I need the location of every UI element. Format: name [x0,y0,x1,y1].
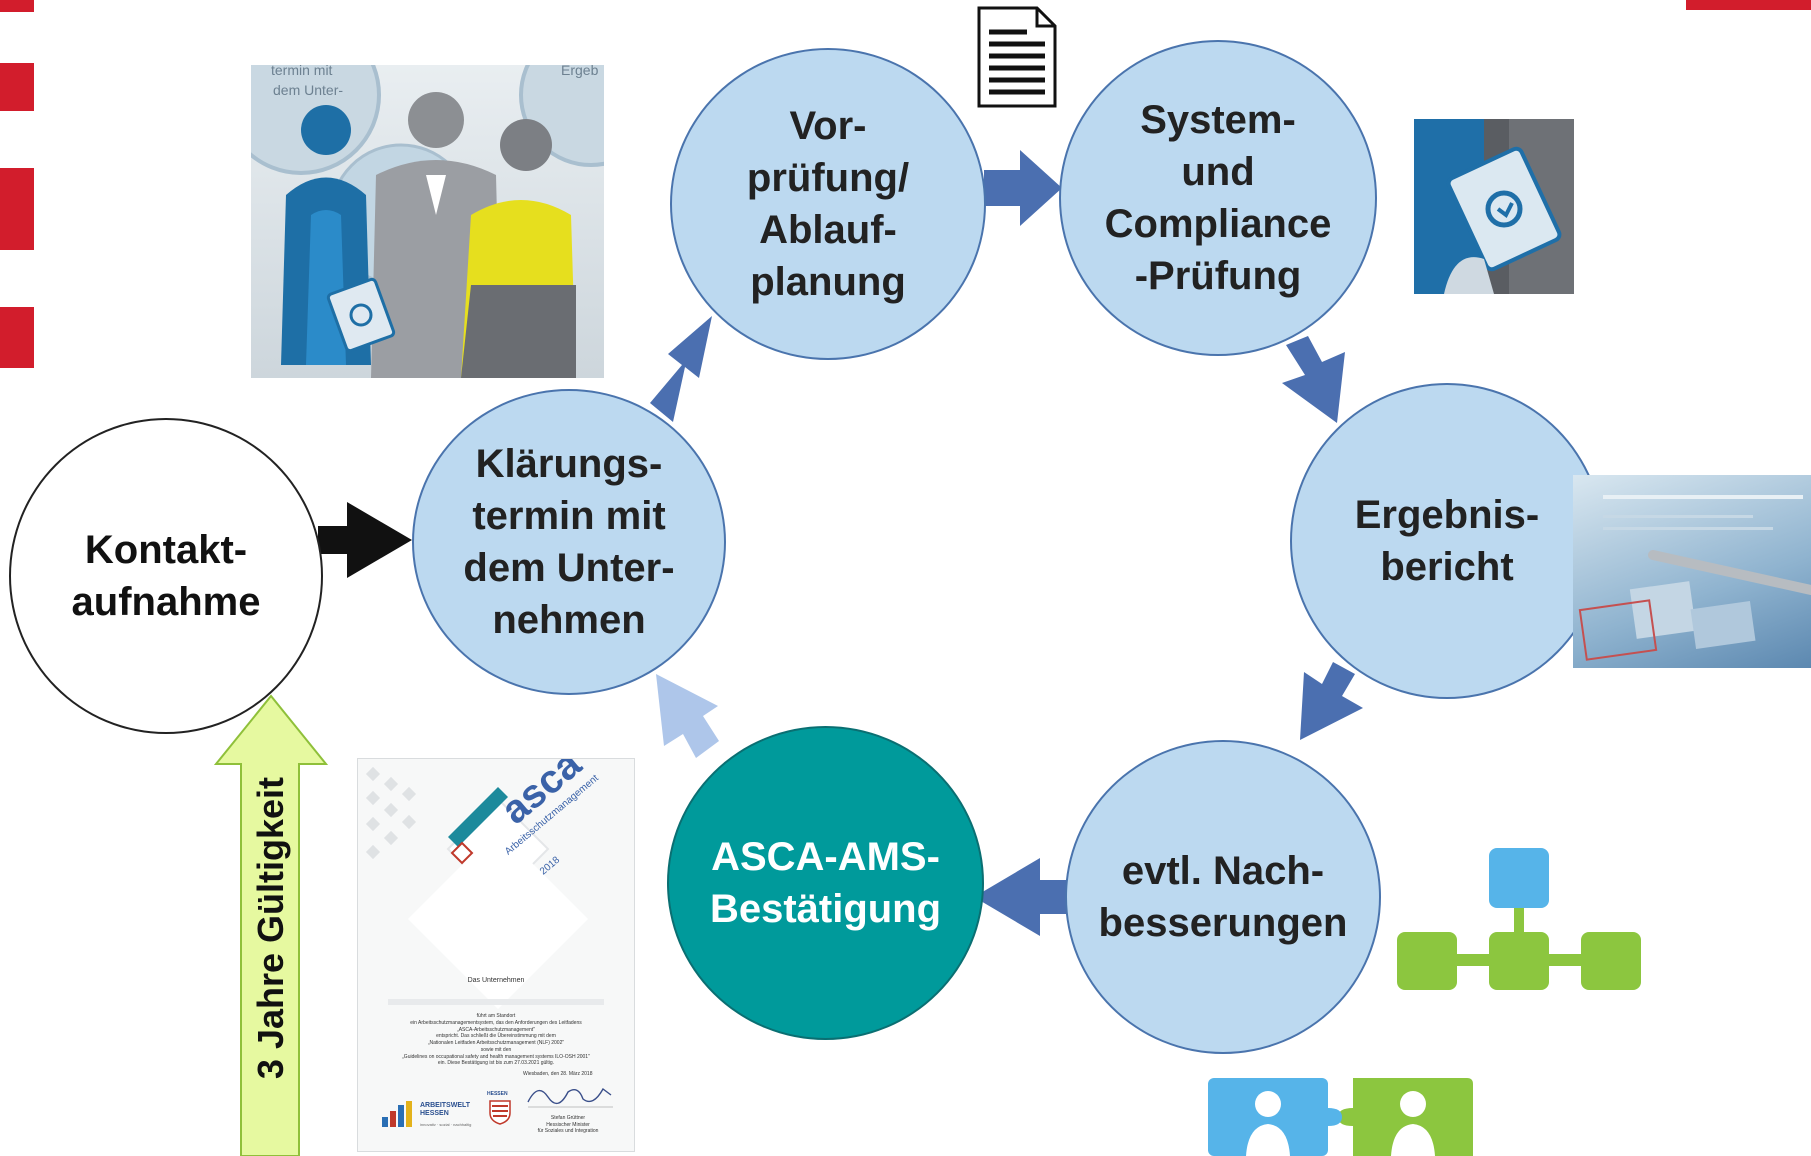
arrow-ergebnis-to-nachbesserungen [1300,662,1363,740]
node-kontaktaufnahme: Kontakt- aufnahme [9,418,323,734]
brand-subtext: innovativ · sozial · nachhaltig [420,1122,472,1127]
arrow-bestaetigung-to-klaerung [656,674,719,758]
arrow-kontakt-to-klaerung [318,502,412,578]
svg-text:termin mit: termin mit [271,65,333,78]
certificate-image: asca Arbeitsschutzmanagement 2018 Das Un… [357,758,635,1152]
brand-text: ARBEITSWELT HESSEN [420,1102,471,1118]
hessen-crest-icon [489,1100,511,1125]
accent-bar-topright [1686,0,1811,10]
arrow-system-to-ergebnis [1282,336,1345,423]
accent-bar-1 [0,0,34,12]
certificate-signer: Stefan Grüttner Hessischer Minister für … [537,1115,599,1134]
node-asca-bestaetigung: ASCA-AMS- Bestätigung [667,726,984,1040]
node-nachbesserungen: evtl. Nach- besserungen [1065,740,1381,1054]
arrow-klaerung-to-vorpruefung [650,316,712,422]
certificate-company-line [388,999,604,1005]
network-icon [1397,848,1641,990]
report-photo [1573,475,1811,668]
validity-label: 3 Jahre Gültigkeit [250,776,291,1080]
hessen-state-text: HESSEN [487,1091,508,1097]
svg-text:Ergeb: Ergeb [561,65,599,78]
arrow-vorpruefung-to-system [984,150,1062,226]
node-vorpruefung: Vor- prüfung/ Ablauf- planung [670,48,986,360]
signature-image [527,1087,613,1108]
node-system-compliance: System- und Compliance -Prüfung [1059,40,1377,356]
document-icon [977,6,1057,108]
svg-text:dem Unter-: dem Unter- [273,82,343,98]
node-ergebnisbericht: Ergebnis- bericht [1290,383,1604,699]
validity-arrow [214,694,329,1156]
certificate-date: Wiesbaden, den 28. März 2018 [523,1071,593,1077]
clipboard-photo [1414,119,1574,294]
accent-bar-3 [0,168,34,250]
node-klaerungstermin: Klärungs- termin mit dem Unter- nehmen [412,389,726,695]
arbeitswelt-hessen-logo [382,1101,412,1127]
puzzle-icon [1208,1078,1473,1156]
accent-bar-4 [0,307,34,368]
arrow-nachbesserungen-to-bestaetigung [974,858,1070,936]
accent-bar-2 [0,63,34,111]
meeting-photo: termin mit dem Unter- Ergeb [251,65,604,378]
certificate-body: führt am Standort ein Arbeitsschutzmanag… [402,1013,590,1067]
certificate-company: Das Unternehmen [467,977,525,984]
